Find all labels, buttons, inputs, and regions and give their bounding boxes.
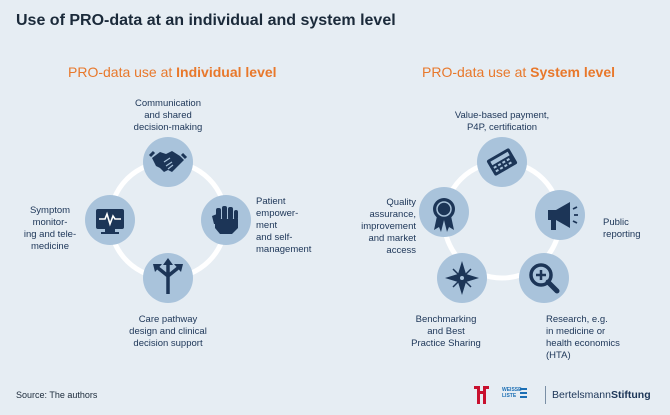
megaphone-icon: [535, 190, 585, 240]
bertelsmann-logo: BertelsmannStiftung: [552, 389, 651, 401]
individual-level-heading: PRO-data use at Individual level: [68, 64, 277, 80]
handshake-icon: [143, 137, 193, 187]
compass-icon: [437, 253, 487, 303]
label-public-reporting: Public reporting: [603, 217, 641, 240]
heading-prefix: PRO-data use at: [68, 64, 177, 80]
heading-bold: Individual level: [176, 64, 277, 80]
weisse-liste-logo: WEISSE LISTE: [502, 387, 522, 399]
page-title: Use of PRO-data at an individual and sys…: [16, 12, 396, 29]
award-rosette-icon: [419, 187, 469, 237]
logo-separator: [545, 386, 546, 404]
bertelsmann-regular: Bertelsmann: [552, 389, 611, 401]
label-communication: Communication and shared decision-making: [133, 98, 203, 133]
system-level-heading: PRO-data use at System level: [422, 64, 615, 80]
calculator-icon: [477, 137, 527, 187]
label-research: Research, e.g. in medicine or health eco…: [546, 314, 620, 361]
branching-arrows-icon: [143, 253, 193, 303]
label-symptom-monitoring: Symptom monitor- ing and tele- medicine: [23, 205, 77, 252]
heart-monitor-icon: [85, 195, 135, 245]
heading-prefix: PRO-data use at: [422, 64, 531, 80]
label-care-pathway: Care pathway design and clinical decisio…: [129, 314, 207, 349]
university-logo: [474, 386, 489, 404]
magnifier-plus-icon: [519, 253, 569, 303]
source-note: Source: The authors: [16, 390, 98, 400]
bertelsmann-bold: Stiftung: [610, 389, 651, 401]
label-benchmarking: Benchmarking and Best Practice Sharing: [411, 314, 481, 349]
label-quality-assurance: Quality assurance, improvement and marke…: [361, 197, 416, 256]
weisse-liste-mark: [520, 388, 527, 398]
raised-fist-icon: [201, 195, 251, 245]
label-value-based-payment: Value-based payment, P4P, certification: [454, 110, 550, 133]
label-patient-empowerment: Patient empower- ment and self- manageme…: [256, 196, 312, 255]
heading-bold: System level: [530, 64, 616, 80]
